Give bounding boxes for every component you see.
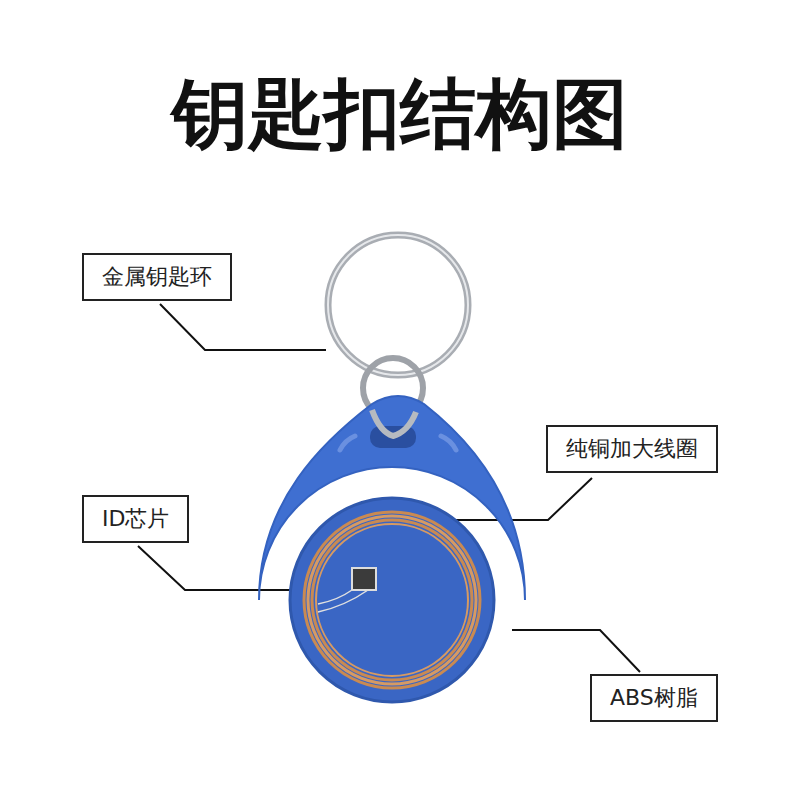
copper-coil <box>312 520 472 680</box>
copper-coil <box>304 512 480 688</box>
recess <box>290 498 494 702</box>
body-ridge <box>441 436 456 450</box>
small-ring-front <box>372 410 416 436</box>
title: 钥匙扣结构图 <box>0 72 800 156</box>
copper-coil <box>316 524 468 676</box>
label-text: ID芯片 <box>102 506 169 532</box>
leader-line <box>160 304 326 350</box>
id-chip <box>352 568 376 590</box>
label-text: 金属钥匙环 <box>102 264 212 290</box>
label-box: 金属钥匙环 <box>82 253 232 301</box>
copper-coil <box>308 516 476 684</box>
label-box: 纯铜加大线圈 <box>546 425 718 473</box>
body-ridge <box>340 436 355 450</box>
label-box: ABS树脂 <box>590 674 718 722</box>
chip-wire <box>318 590 368 612</box>
label-text: ABS树脂 <box>610 685 698 711</box>
key-ring <box>328 235 468 375</box>
label-text: 纯铜加大线圈 <box>566 436 698 462</box>
key-ring-highlight <box>328 235 468 375</box>
leader-line <box>512 630 640 672</box>
label-box: ID芯片 <box>82 495 189 543</box>
